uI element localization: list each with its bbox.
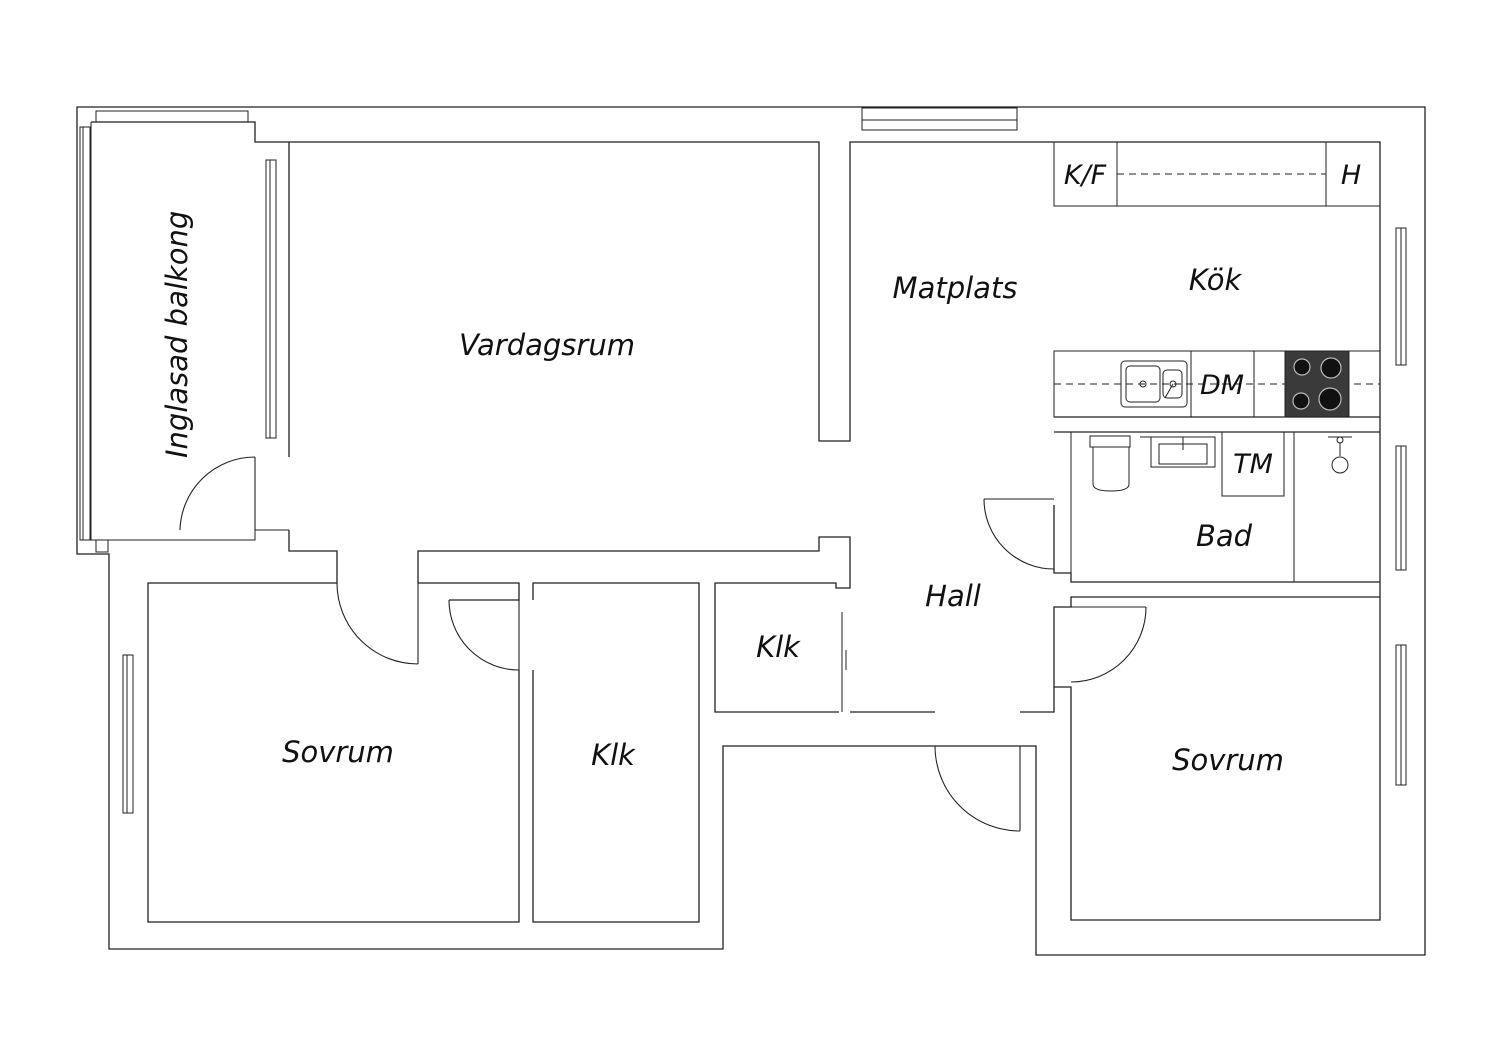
label-closet-hall: Klk (756, 630, 801, 664)
label-dining: Matplats (893, 271, 1018, 305)
balcony-window-left (79, 126, 91, 541)
label-kitchen: Kök (1189, 263, 1243, 297)
kitchen-sink-icon (1120, 360, 1188, 408)
label-hall: Hall (925, 579, 981, 613)
bath-fixtures (1070, 431, 1352, 582)
washing-machine-icon (1221, 431, 1285, 497)
balcony-window-top (95, 110, 249, 123)
stove-icon (1284, 350, 1350, 418)
bedroom-left-window (122, 654, 134, 814)
balcony-door-window (265, 159, 277, 439)
label-bedroom-left: Sovrum (282, 735, 394, 769)
label-living-room: Vardagsrum (459, 328, 635, 362)
bedroom-right-door-swing (1070, 606, 1147, 683)
entrance-door-swing (934, 745, 1021, 832)
label-fridge-freezer: K/F (1064, 160, 1107, 191)
label-upper-cabinet: H (1341, 160, 1361, 191)
label-closet-large: Klk (591, 738, 636, 772)
upper-counter (1053, 141, 1381, 207)
bedroom-left-door-swing (336, 582, 419, 665)
label-washing-machine: TM (1233, 449, 1273, 480)
balcony-door-swing (179, 456, 256, 531)
closet-large-door-swing (448, 599, 520, 671)
bath-door-swing (983, 498, 1055, 570)
balcony (79, 110, 290, 553)
windows (861, 107, 1407, 786)
toilet-icon (1089, 435, 1131, 448)
label-dishwasher: DM (1200, 370, 1244, 401)
interior-walls (122, 498, 1147, 923)
label-bedroom-right: Sovrum (1172, 743, 1284, 777)
kitchen-fixtures (1053, 141, 1381, 418)
label-balcony: Inglasad balkong (160, 211, 194, 458)
shower-head-icon (1331, 456, 1349, 474)
label-bath: Bad (1196, 519, 1253, 553)
room-labels: Inglasad balkong Vardagsrum Matplats Kök… (160, 160, 1361, 777)
